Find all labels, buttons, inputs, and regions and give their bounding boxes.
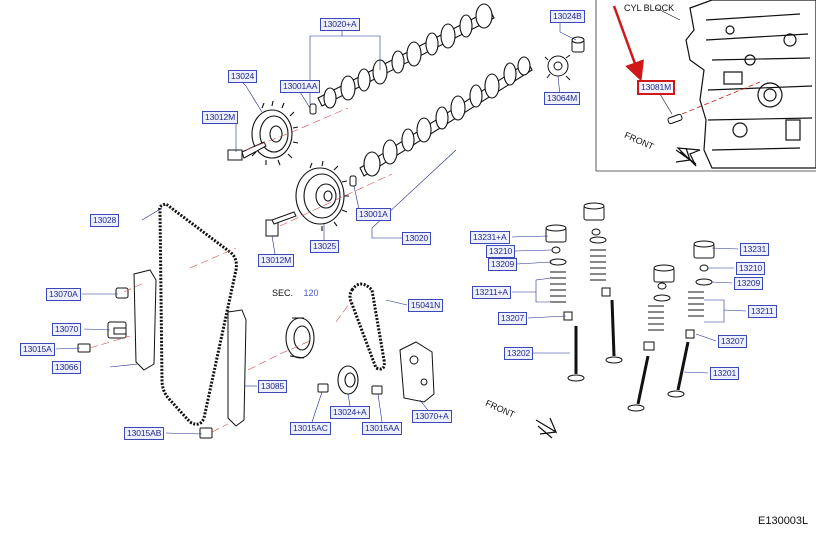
part-label-13015aa[interactable]: 13015AA [362,422,403,435]
part-label-13001a[interactable]: 13001A [356,208,391,221]
pin-13001a [349,175,357,187]
bolt-13015aa [371,385,383,395]
camshaft-upper [317,3,495,109]
signal-plate-13064m [544,54,571,81]
camshaft-lower [359,56,533,177]
dowel-pin-13081m [667,113,683,125]
part-label-13209-right[interactable]: 13209 [734,277,764,290]
part-label-13064m[interactable]: 13064M [544,92,581,105]
part-label-13081m[interactable]: 13081M [637,80,676,95]
part-label-13012m-top[interactable]: 13012M [202,111,239,124]
bolt-13012m-mid [265,211,297,237]
oil-pump-sprocket-13024a [337,365,359,395]
pin-13001aa [309,103,317,115]
valvetrain-right [627,240,715,412]
part-label-13015ac[interactable]: 13015AC [290,422,331,435]
chain-tensioner-13070 [107,321,127,339]
part-label-13020a[interactable]: 13020+A [320,18,360,31]
part-label-13211a[interactable]: 13211+A [472,286,511,299]
part-label-13015a[interactable]: 13015A [20,343,55,356]
slack-guide-13085 [227,309,247,427]
centerlines [89,107,393,433]
chain-guide-13066 [133,269,157,371]
part-label-13066[interactable]: 13066 [52,361,82,374]
red-arrow-icon [612,5,644,82]
part-label-13231a[interactable]: 13231+A [470,231,510,244]
part-label-15041n[interactable]: 15041N [408,299,444,312]
part-label-13201[interactable]: 13201 [710,367,740,380]
section-reference: SEC. 120 [272,288,319,298]
part-label-13012m-mid[interactable]: 13012M [258,254,295,267]
part-label-13231[interactable]: 13231 [740,243,770,256]
part-label-13210-left[interactable]: 13210 [486,245,516,258]
section-number[interactable]: 120 [303,288,319,298]
front-arrow-icon [675,147,701,167]
bolt-13015ab [199,427,213,439]
part-label-13001aa[interactable]: 13001AA [280,80,321,93]
part-label-13085[interactable]: 13085 [258,380,288,393]
part-label-13207-left[interactable]: 13207 [498,312,528,325]
part-label-13209-left[interactable]: 13209 [488,258,518,271]
timing-chain-13028 [158,202,238,426]
part-label-13024[interactable]: 13024 [228,70,258,83]
plug-13024b [571,36,585,53]
crank-sprocket [285,317,315,359]
secondary-chain-15041n [348,282,386,371]
part-label-13024plusa[interactable]: 13024+A [330,406,370,419]
part-label-13025[interactable]: 13025 [310,240,340,253]
part-label-13211[interactable]: 13211 [748,305,777,318]
part-label-13070[interactable]: 13070 [52,323,82,336]
bolt-13012m-top [227,141,267,161]
section-prefix: SEC. [272,288,294,298]
cylinder-block-shape [685,0,816,169]
sprocket-13024 [251,100,299,166]
part-label-13020[interactable]: 13020 [402,232,432,245]
part-label-13210-right[interactable]: 13210 [736,262,766,275]
valvetrain-left [545,202,623,382]
front-arrow-main-icon [535,417,558,439]
cyl-block-inset [595,0,816,172]
bolt-13015ac [317,383,329,393]
part-label-13070a[interactable]: 13070A [46,288,81,301]
part-label-13070plusa[interactable]: 13070+A [412,410,452,423]
part-label-13207-right[interactable]: 13207 [718,335,748,348]
tensioner-13070plusa [399,341,435,403]
part-label-13028[interactable]: 13028 [90,214,120,227]
diagram-code: E130003L [758,515,809,527]
part-label-13015ab[interactable]: 13015AB [124,427,165,440]
cyl-block-label: CYL BLOCK [624,3,675,13]
part-label-13024b[interactable]: 13024B [550,10,585,23]
vtc-sprocket-13025 [295,160,349,231]
part-label-13202[interactable]: 13202 [504,347,534,360]
bolt-13070a [115,287,129,299]
